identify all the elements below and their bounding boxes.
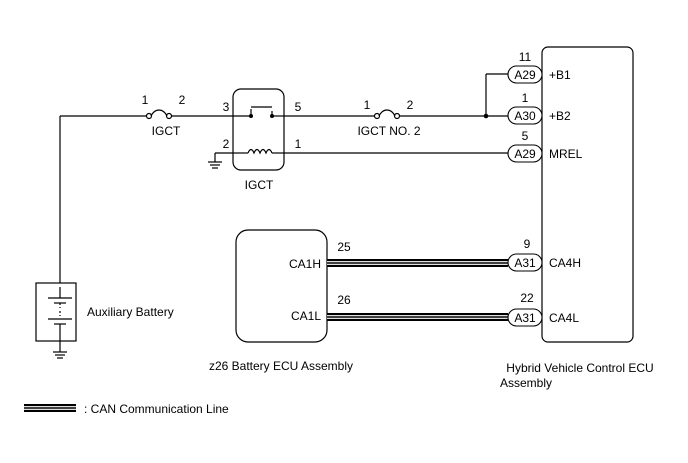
battery-ecu-label: z26 Battery ECU Assembly	[209, 359, 353, 373]
pin-num-b1: 11	[519, 50, 532, 64]
hv-ecu-pin-ca4l: A31 22 CA4L	[507, 291, 579, 327]
connector-a31-ca4l: A31	[514, 311, 536, 325]
fuse-igct2-pin-out: 2	[407, 98, 414, 112]
hv-ecu-pin-b2: A30 1 +B2	[507, 91, 571, 125]
pin-name-b1: +B1	[549, 68, 571, 82]
legend-label: : CAN Communication Line	[84, 402, 229, 416]
hv-ecu-label-line1: Hybrid Vehicle Control ECU	[506, 361, 653, 375]
fuse-igct: 1 2 IGCT	[142, 93, 186, 138]
auxiliary-battery: Auxiliary Battery	[35, 282, 174, 359]
relay-pin-1: 1	[295, 137, 302, 151]
battery-ecu-pin-l-label: CA1L	[291, 309, 321, 323]
pin-num-ca4h: 9	[524, 237, 531, 251]
relay-igct: 3 5 2 1 IGCT	[208, 88, 302, 192]
pin-num-b2: 1	[522, 91, 529, 105]
connector-a29-b1: A29	[514, 68, 536, 82]
battery-ecu-pin-h-num: 25	[337, 240, 351, 254]
pin-name-ca4l: CA4L	[549, 311, 579, 325]
hv-ecu-pin-mrel: A29 5 MREL	[507, 129, 583, 163]
battery-ecu-pin-h-label: CA1H	[289, 257, 321, 271]
fuse-igct-no2: 1 2 IGCT NO. 2	[357, 98, 420, 138]
fuse-igct-label: IGCT	[152, 124, 181, 138]
can-bus-h	[327, 259, 508, 267]
fuse-igct2-pin-in: 1	[364, 98, 371, 112]
connector-a31-ca4h: A31	[514, 256, 536, 270]
hv-ecu-label-line2: Assembly	[500, 376, 552, 390]
battery-label: Auxiliary Battery	[87, 305, 174, 319]
battery-ecu: CA1H CA1L 25 26 z26 Battery ECU Assembly	[209, 229, 353, 373]
hv-ecu-pin-b1: A29 11 +B1	[507, 50, 571, 84]
pin-num-ca4l: 22	[520, 291, 534, 305]
pin-name-b2: +B2	[549, 109, 571, 123]
connector-a29-mrel: A29	[514, 147, 536, 161]
connector-a30-b2: A30	[514, 109, 536, 123]
relay-pin-3: 3	[223, 100, 230, 114]
relay-label: IGCT	[245, 178, 274, 192]
relay-pin-2: 2	[223, 137, 230, 151]
pin-name-mrel: MREL	[549, 147, 583, 161]
battery-ecu-pin-l-num: 26	[337, 293, 351, 307]
legend-can-line-swatch	[24, 404, 76, 412]
relay-pin-5: 5	[295, 100, 302, 114]
pin-num-mrel: 5	[522, 129, 529, 143]
hv-ecu-pin-ca4h: A31 9 CA4H	[507, 237, 581, 272]
legend: : CAN Communication Line	[24, 402, 229, 416]
hv-control-ecu: Hybrid Vehicle Control ECU Assembly	[500, 46, 654, 390]
fuse-igct-pin-in: 1	[142, 93, 149, 107]
main-power-wire	[59, 73, 508, 287]
fuse-igct2-label: IGCT NO. 2	[357, 124, 420, 138]
pin-name-ca4h: CA4H	[549, 256, 581, 270]
can-bus-l	[327, 313, 508, 321]
fuse-igct-pin-out: 2	[179, 93, 186, 107]
